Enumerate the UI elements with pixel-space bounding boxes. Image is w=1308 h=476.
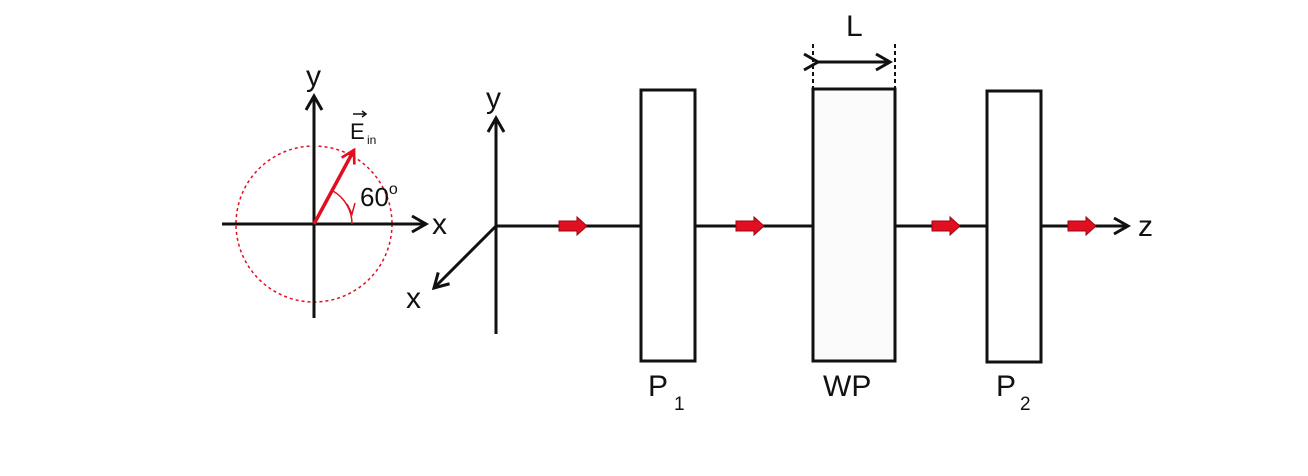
polarizer-1-label: P [648, 370, 668, 403]
length-label: L [846, 10, 863, 43]
angle-label: 60o [360, 181, 398, 212]
red-beam-arrow-icon [735, 215, 765, 237]
polarizer-1 [639, 88, 697, 363]
field-vector-arrow-icon [312, 147, 356, 225]
setup-x-axis [431, 224, 498, 291]
waveplate-label: WP [823, 370, 871, 403]
setup-y-label: y [486, 82, 501, 115]
polarizer-2 [985, 89, 1043, 364]
inset-x-label: x [432, 208, 447, 241]
polarizer-1-subscript: 1 [674, 394, 685, 415]
polarizer-2-label: P [996, 370, 1016, 403]
vector-overline-arrowhead [361, 110, 368, 118]
angle-arc-arrowhead [346, 202, 356, 217]
waveplate [811, 87, 897, 363]
red-beam-arrow-icon [931, 215, 961, 237]
polarizer-2-subscript: 2 [1020, 394, 1031, 415]
setup-x-label: x [406, 282, 421, 315]
setup-z-label: z [1138, 210, 1153, 243]
optical-setup: y x z P 1 WP L P 2 [406, 10, 1153, 415]
red-beam-arrow-icon [1067, 215, 1097, 237]
field-label-subscript: in [367, 133, 376, 147]
red-beam-arrow-icon [558, 215, 588, 237]
field-label: E in [350, 110, 376, 147]
polarization-inset: x y 60o E in [222, 60, 447, 318]
field-label-main: E [350, 119, 365, 144]
inset-y-label: y [306, 60, 321, 93]
